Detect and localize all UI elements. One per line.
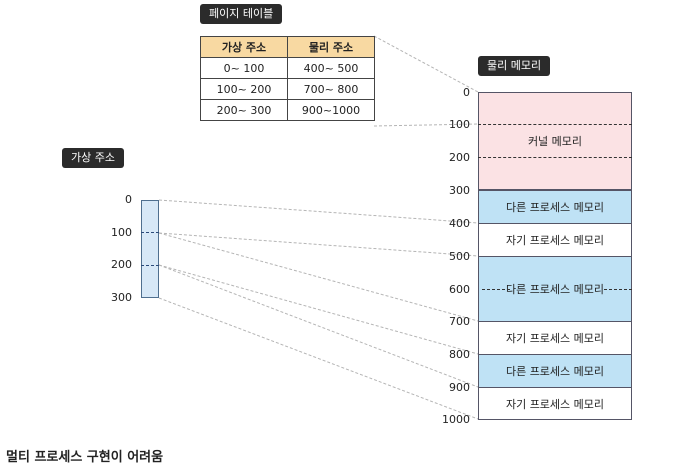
connector-100-500: [158, 232, 479, 257]
kernel-divider-200: [478, 157, 632, 158]
memory-block-label: 다른 프로세스 메모리: [505, 283, 605, 296]
connector-table-0: [373, 35, 479, 93]
physical-tick-100: 100: [449, 118, 470, 131]
physical-tick-500: 500: [449, 250, 470, 263]
physical-memory-title: 물리 메모리: [478, 56, 551, 76]
memory-block-kernel: 커널 메모리: [478, 92, 632, 190]
connector-100-700: [158, 232, 479, 322]
table-cell: 400~ 500: [287, 57, 375, 79]
memory-block-label: 자기 프로세스 메모리: [505, 234, 605, 247]
connector-table-100: [373, 123, 479, 127]
physical-tick-300: 300: [449, 184, 470, 197]
memory-block-other: 다른 프로세스 메모리: [478, 354, 632, 388]
virtual-divider-200: [141, 265, 159, 266]
figure-caption: 멀티 프로세스 구현이 어려움: [6, 450, 164, 465]
virtual-address-bar: [141, 200, 159, 298]
virtual-tick-100: 100: [111, 226, 132, 239]
physical-tick-400: 400: [449, 217, 470, 230]
physical-tick-700: 700: [449, 315, 470, 328]
connector-200-800: [158, 264, 479, 355]
virtual-tick-300: 300: [111, 291, 132, 304]
memory-block-self: 자기 프로세스 메모리: [478, 223, 632, 257]
virtual-tick-0: 0: [125, 193, 132, 206]
other-divider-right: [604, 289, 632, 290]
table-cell: 700~ 800: [287, 78, 375, 100]
page-table: 가상 주소 물리 주소 0~ 100 400~ 500 100~ 200 700…: [200, 36, 375, 121]
memory-block-self: 자기 프로세스 메모리: [478, 321, 632, 355]
memory-block-label: 커널 메모리: [527, 135, 583, 148]
connector-300-1000: [158, 297, 479, 420]
memory-block-label: 다른 프로세스 메모리: [505, 365, 605, 378]
memory-block-label: 자기 프로세스 메모리: [505, 332, 605, 345]
memory-block-label: 자기 프로세스 메모리: [505, 397, 605, 411]
table-row: 100~ 200 700~ 800: [200, 78, 375, 100]
virtual-divider-100: [141, 232, 159, 233]
physical-tick-800: 800: [449, 348, 470, 361]
kernel-divider-100: [478, 124, 632, 125]
memory-block-self: 자기 프로세스 메모리: [478, 387, 632, 420]
other-divider-left: [482, 289, 510, 290]
physical-tick-1000: 1000: [442, 413, 470, 426]
table-cell: 100~ 200: [200, 78, 288, 100]
connector-0-400: [158, 199, 479, 224]
table-row: 0~ 100 400~ 500: [200, 57, 375, 79]
physical-tick-0: 0: [463, 86, 470, 99]
page-table-header-physical: 물리 주소: [287, 36, 375, 58]
page-table-title: 페이지 테이블: [200, 4, 283, 24]
table-row: 200~ 300 900~1000: [200, 99, 375, 121]
memory-block-label: 다른 프로세스 메모리: [505, 201, 605, 214]
physical-tick-200: 200: [449, 151, 470, 164]
table-cell: 900~1000: [287, 99, 375, 121]
page-table-header-virtual: 가상 주소: [200, 36, 288, 58]
table-cell: 0~ 100: [200, 57, 288, 79]
table-cell: 200~ 300: [200, 99, 288, 121]
physical-tick-600: 600: [449, 283, 470, 296]
memory-block-other: 다른 프로세스 메모리: [478, 190, 632, 224]
virtual-tick-200: 200: [111, 258, 132, 271]
physical-tick-900: 900: [449, 381, 470, 394]
connector-200-900: [158, 264, 479, 388]
virtual-address-title: 가상 주소: [62, 148, 124, 168]
